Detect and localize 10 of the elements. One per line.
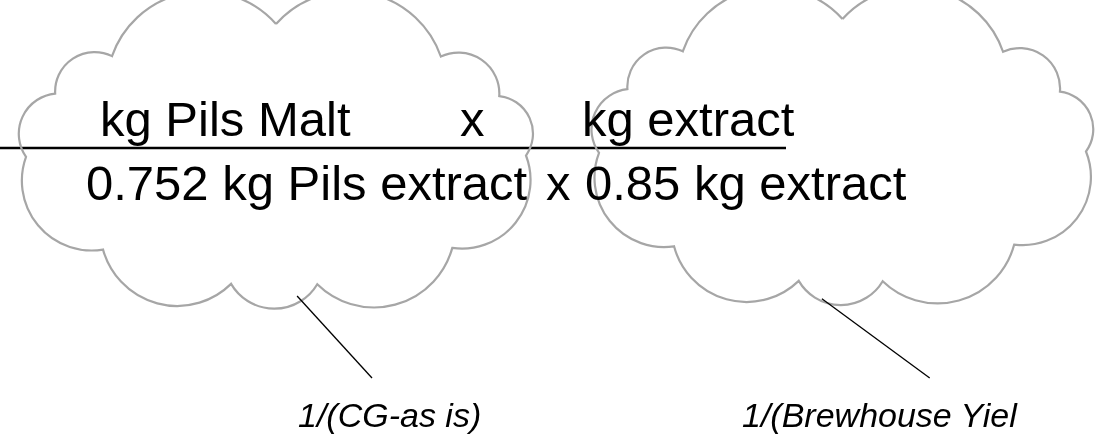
annotation-text: 1/(Brewhouse Yiel: [742, 398, 1017, 432]
formula-text: kg extract: [582, 95, 795, 144]
leader-line: [296, 295, 373, 379]
leader-line: [821, 298, 931, 379]
formula-text: 0.85 kg extract: [585, 159, 907, 208]
formula-text: x: [460, 95, 485, 144]
formula-text: x: [546, 159, 571, 208]
formula-text: 0.752 kg Pils extract: [86, 159, 528, 208]
formula-text: kg Pils Malt: [100, 95, 351, 144]
annotation-text: 1/(CG-as is): [298, 398, 482, 432]
